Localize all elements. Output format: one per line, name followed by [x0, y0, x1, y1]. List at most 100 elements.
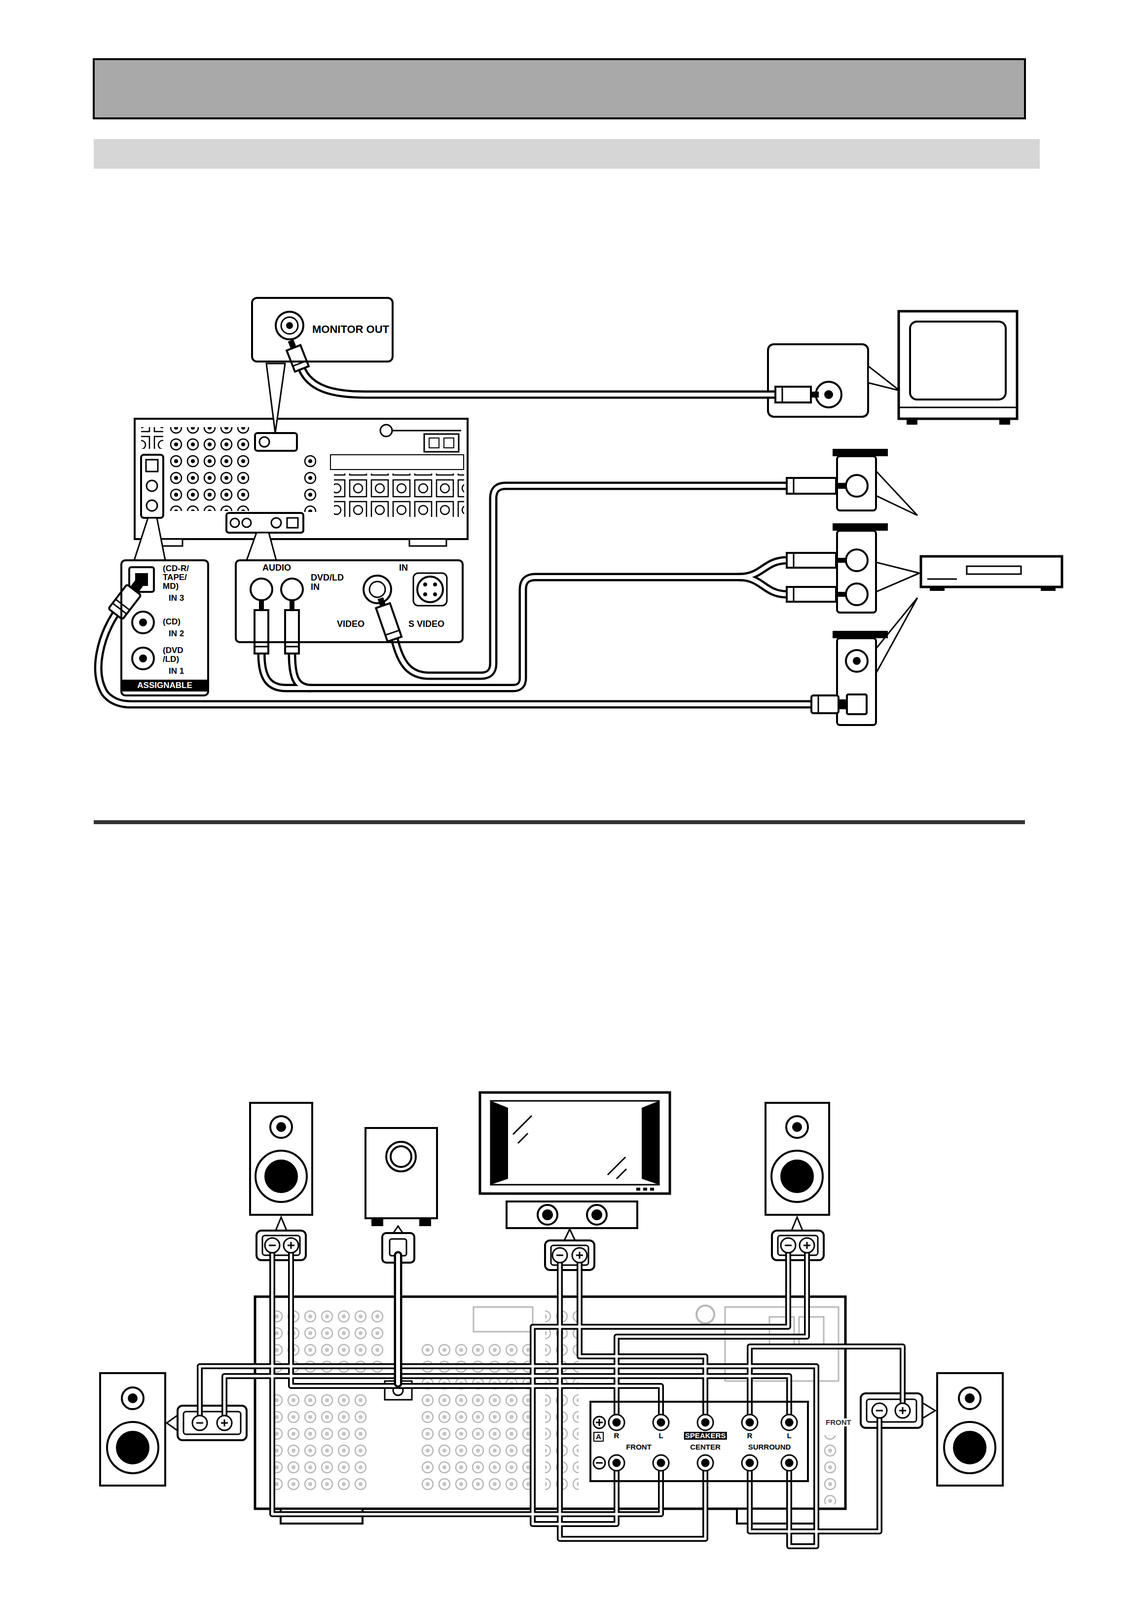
- illustration-part: [275, 1217, 288, 1232]
- illustration-part: [937, 1373, 1003, 1486]
- illustration-part: [285, 610, 299, 654]
- illustration-part: [838, 699, 847, 710]
- illustration-part: [420, 1218, 431, 1226]
- input-label: (CD): [161, 617, 182, 627]
- illustration-part: [141, 454, 164, 518]
- illustration-part: [196, 1422, 204, 1425]
- illustration-part: [836, 482, 846, 489]
- illustration-part: [292, 653, 311, 689]
- illustration-part: [866, 1399, 917, 1423]
- illustration-part: [377, 597, 387, 607]
- illustration-part: [613, 1459, 621, 1467]
- illustration-part: [429, 438, 439, 448]
- illustration-part: [93, 59, 1025, 119]
- illustration-part: [811, 695, 839, 714]
- illustration-part: [139, 654, 147, 663]
- illustration-part: [550, 1245, 589, 1266]
- illustration-part: [146, 459, 158, 472]
- illustration-part: [781, 386, 784, 403]
- illustration-part: [287, 1241, 295, 1249]
- illustration-part: [281, 578, 303, 601]
- illustration-part: [192, 1415, 208, 1431]
- illustration-part: [283, 1238, 299, 1253]
- illustration-part: [259, 437, 270, 447]
- illustration-part: [608, 1414, 625, 1431]
- illustration-part: [771, 1150, 823, 1203]
- jack-label: IN: [398, 563, 409, 573]
- illustration-part: [258, 600, 264, 611]
- illustration-part: [266, 363, 286, 434]
- illustration-part: [288, 339, 297, 349]
- dvd-player: [920, 556, 1062, 591]
- illustration-part: [929, 586, 945, 591]
- illustration-part: [286, 345, 309, 372]
- receiver-rear-panel: [134, 418, 468, 547]
- illustration-part: [791, 1217, 804, 1232]
- illustration-part: [701, 1419, 709, 1426]
- illustration-part: [898, 406, 1018, 409]
- jack-label: S VIDEO: [407, 619, 446, 629]
- illustration-part: [286, 322, 293, 329]
- illustration-part: [852, 657, 861, 665]
- illustration-part: [112, 603, 127, 615]
- illustration-part: [845, 650, 868, 672]
- illustration-part: [254, 600, 269, 654]
- illustration-part: [793, 1123, 802, 1132]
- illustration-part: [385, 630, 400, 636]
- system-letter: A: [593, 1431, 604, 1442]
- illustration-part: [365, 1128, 438, 1219]
- illustration-part: [261, 560, 787, 689]
- illustration-part: [552, 1247, 568, 1263]
- illustration-part: [283, 337, 309, 372]
- illustration-part: [595, 1419, 603, 1426]
- illustration-part: [953, 1431, 986, 1464]
- illustration-part: [781, 1160, 813, 1193]
- illustration-part: [369, 581, 386, 598]
- illustration-part: [820, 1435, 841, 1505]
- channel-letter: R: [746, 1431, 754, 1440]
- channel-letter: R: [613, 1431, 621, 1440]
- illustration-part: [98, 614, 812, 705]
- subwoofer: [365, 1128, 438, 1226]
- illustration-part: [958, 1387, 981, 1410]
- illustration-part: [545, 1240, 595, 1271]
- illustration-part: [739, 577, 787, 595]
- illustration-part: [98, 614, 812, 705]
- illustration-part: [777, 1235, 818, 1256]
- illustration-part: [542, 1209, 553, 1221]
- channel-name: FRONT: [624, 1443, 653, 1452]
- illustration-part: [132, 611, 154, 634]
- illustration-part: [254, 646, 269, 648]
- illustration-part: [556, 1254, 564, 1257]
- illustration-part: [363, 575, 392, 604]
- section-bar: [93, 139, 1040, 169]
- illustration-part: [386, 1141, 416, 1172]
- illustration-part: [275, 311, 304, 340]
- illustration-part: [116, 1431, 149, 1464]
- illustration-part: [423, 592, 428, 597]
- illustration-part: [697, 1414, 714, 1431]
- illustration-part: [396, 1255, 401, 1384]
- illustration-part: [224, 1376, 790, 1416]
- illustration-part: [1040, 586, 1056, 591]
- illustration-part: [741, 1414, 758, 1431]
- illustration-part: [657, 1459, 665, 1467]
- illustration-part: [817, 695, 820, 714]
- input-label: (CD-R/ TAPE/ MD): [161, 564, 206, 591]
- illustration-part: [272, 1252, 661, 1515]
- illustration-part: [268, 1244, 276, 1247]
- illustration-part: [920, 556, 1062, 587]
- illustration-part: [287, 517, 298, 528]
- illustration-part: [250, 578, 273, 601]
- video-jack: [275, 311, 304, 340]
- illustration-part: [572, 1247, 587, 1263]
- illustration-part: [291, 1252, 661, 1415]
- illustration-part: [793, 477, 795, 494]
- illustration-part: [433, 592, 438, 597]
- illustration-part: [394, 1255, 403, 1384]
- illustration-part: [832, 523, 888, 531]
- illustration-part: [285, 600, 299, 654]
- receiver-rear-panel: [255, 1296, 846, 1524]
- illustration-part: [697, 1455, 714, 1471]
- illustration-part: [701, 1459, 709, 1467]
